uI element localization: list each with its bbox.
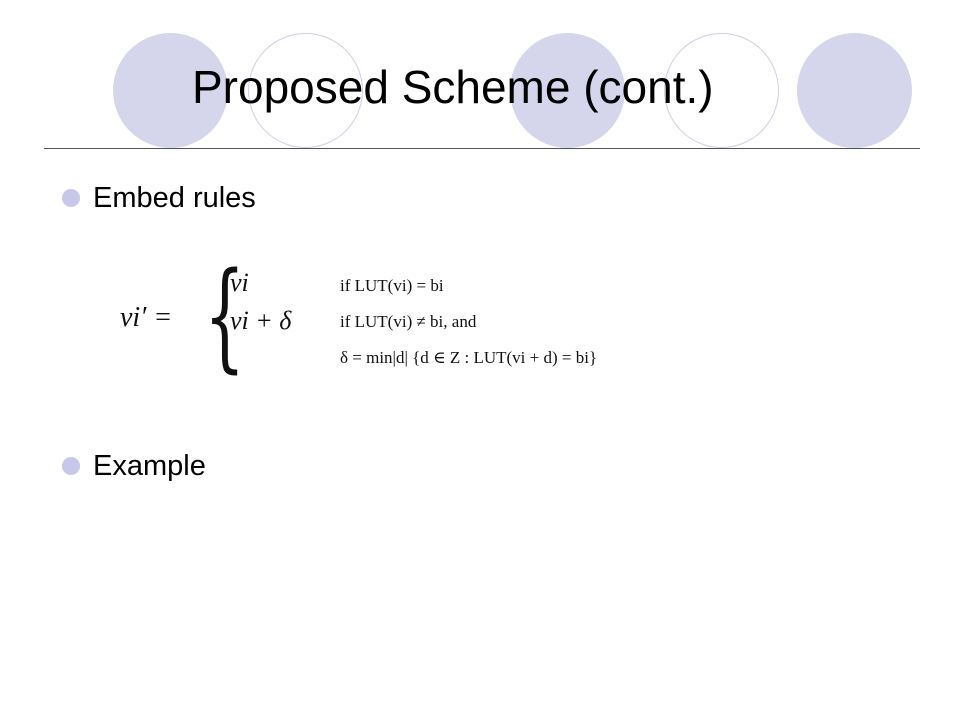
- slide-title: Proposed Scheme (cont.): [192, 61, 714, 113]
- bullet-text: Embed rules: [93, 181, 256, 214]
- decorative-circle-2: [248, 33, 363, 148]
- bullet-text: Example: [93, 449, 206, 482]
- decorative-circle-5: [797, 33, 912, 148]
- bullet-dot-icon: [62, 457, 80, 475]
- bullet-item-example: Example: [62, 446, 206, 486]
- decorative-circle-4: [664, 33, 779, 148]
- bullet-dot-icon: [62, 189, 80, 207]
- formula-case-2-condition: if LUT(vi) ≠ bi, and: [340, 312, 477, 331]
- formula-case-2-value: vi + δ: [230, 306, 292, 335]
- formula-case-1-value: vi: [230, 268, 249, 297]
- decorative-circle-1: [113, 33, 228, 148]
- bullet-item-embed-rules: Embed rules: [62, 178, 256, 218]
- formula-case-3-condition: δ = min|d| {d ∈ Z : LUT(vi + d) = bi}: [340, 348, 598, 367]
- formula-case-1-condition: if LUT(vi) = bi: [340, 276, 444, 295]
- title-divider: [44, 148, 920, 149]
- embed-rule-formula: vi′ = { vi if LUT(vi) = bi vi + δ if LUT…: [118, 256, 758, 384]
- decorative-circle-3: [510, 33, 625, 148]
- left-brace-icon: {: [204, 246, 246, 384]
- formula-lhs: vi′ =: [120, 302, 173, 333]
